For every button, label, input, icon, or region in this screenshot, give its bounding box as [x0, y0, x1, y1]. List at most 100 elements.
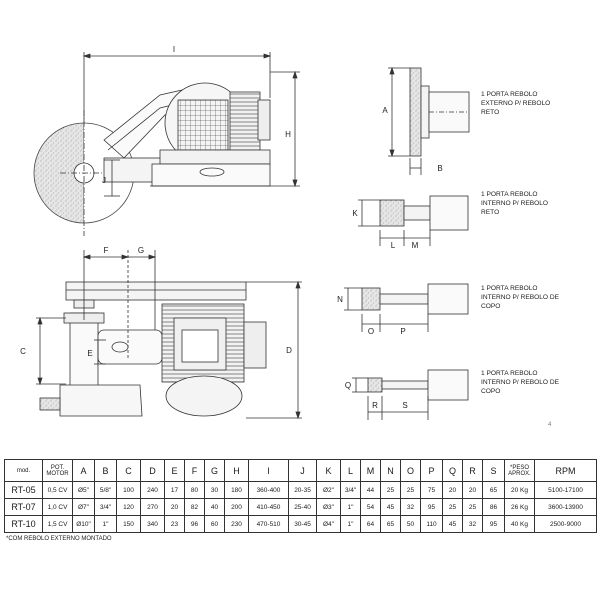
cell-Q: 20 [442, 481, 463, 499]
cell-rpm: 5100-17100 [534, 481, 597, 499]
cell-R: 25 [462, 498, 483, 516]
cell-H: 180 [224, 481, 249, 499]
cell-E: 20 [164, 498, 185, 516]
dim-label-C: C [20, 347, 26, 356]
holder-label-2-line-2: INTERNO P/ REBOLO [481, 200, 548, 207]
header-A: A [72, 459, 95, 482]
cell-weight: 40 Kg [504, 515, 535, 533]
holder-label-2-line-1: 1 PORTA REBOLO [481, 191, 538, 198]
cell-S: 95 [482, 515, 505, 533]
cell-O: 32 [400, 498, 421, 516]
header-mod: mod. [4, 459, 43, 482]
holder-label-3: 1 PORTA REBOLO INTERNO P/ REBOLO DE COPO [481, 285, 560, 310]
holder-label-4: 1 PORTA REBOLO INTERNO P/ REBOLO DE COPO [481, 370, 560, 395]
dim-label-B: B [437, 164, 442, 173]
dim-label-J: J [102, 176, 106, 185]
holder-label-1-line-2: EXTERNO P/ REBOLO [481, 100, 550, 107]
cell-motor-power: 0,5 CV [42, 481, 73, 499]
cell-G: 40 [204, 498, 225, 516]
cell-F: 82 [184, 498, 205, 516]
cell-C: 120 [116, 498, 141, 516]
cell-N: 65 [380, 515, 401, 533]
cell-J: 20-35 [288, 481, 317, 499]
header-S: S [482, 459, 505, 482]
dim-label-D: D [286, 346, 292, 355]
holder-label-1: 1 PORTA REBOLO EXTERNO P/ REBOLO RETO [481, 91, 550, 116]
cell-O: 25 [400, 481, 421, 499]
cell-rpm: 2500-9000 [534, 515, 597, 533]
cell-C: 100 [116, 481, 141, 499]
holder-label-4-line-2: INTERNO P/ REBOLO DE [481, 379, 560, 386]
cell-A: Ø10" [72, 515, 95, 533]
header-N: N [380, 459, 401, 482]
header-motor-power: POT. MOTOR [42, 459, 73, 482]
cell-G: 60 [204, 515, 225, 533]
cell-C: 150 [116, 515, 141, 533]
cell-M: 44 [360, 481, 381, 499]
header-B: B [94, 459, 117, 482]
cell-S: 65 [482, 481, 505, 499]
cell-D: 240 [140, 481, 165, 499]
cell-F: 80 [184, 481, 205, 499]
cell-B: 3/4" [94, 498, 117, 516]
holder-label-3-line-1: 1 PORTA REBOLO [481, 285, 538, 292]
header-F: F [184, 459, 205, 482]
dim-label-R: R [372, 401, 378, 410]
technical-drawing: I H J [20, 45, 560, 428]
cell-I: 360-400 [248, 481, 289, 499]
cell-weight: 20 Kg [504, 481, 535, 499]
cell-F: 96 [184, 515, 205, 533]
header-L: L [340, 459, 361, 482]
cell-K: Ø2" [316, 481, 341, 499]
cell-H: 230 [224, 515, 249, 533]
header-C: C [116, 459, 141, 482]
cell-rpm: 3600-13900 [534, 498, 597, 516]
header-rpm: RPM [534, 459, 597, 482]
cell-H: 200 [224, 498, 249, 516]
header-I: I [248, 459, 289, 482]
page-number: 4 [548, 422, 552, 428]
holder-label-1-line-1: 1 PORTA REBOLO [481, 91, 538, 98]
cell-D: 340 [140, 515, 165, 533]
dim-label-L: L [391, 241, 396, 250]
dim-label-G: G [138, 246, 144, 255]
holder-label-2-line-3: RETO [481, 209, 499, 216]
cell-E: 23 [164, 515, 185, 533]
table-row: RT-10 1,5 CV Ø10" 1" 150 340 23 96 60 23… [4, 515, 597, 533]
top-view [33, 52, 300, 236]
cell-J: 25-40 [288, 498, 317, 516]
cell-N: 45 [380, 498, 401, 516]
header-K: K [316, 459, 341, 482]
dim-label-S: S [402, 401, 407, 410]
header-P: P [420, 459, 443, 482]
cell-B: 1" [94, 515, 117, 533]
dim-label-P: P [400, 327, 405, 336]
footnote: *COM REBOLO EXTERNO MONTADO [6, 536, 112, 542]
dim-label-O: O [368, 327, 374, 336]
dim-label-K: K [352, 209, 358, 218]
cell-R: 32 [462, 515, 483, 533]
header-R: R [462, 459, 483, 482]
cell-M: 64 [360, 515, 381, 533]
dim-label-N: N [337, 295, 343, 304]
holder-label-2: 1 PORTA REBOLO INTERNO P/ REBOLO RETO [481, 191, 548, 216]
holder-label-4-line-3: COPO [481, 388, 500, 395]
cell-M: 54 [360, 498, 381, 516]
header-D: D [140, 459, 165, 482]
cell-model: RT-10 [4, 515, 43, 533]
holder-label-4-line-1: 1 PORTA REBOLO [481, 370, 538, 377]
cell-O: 50 [400, 515, 421, 533]
cell-I: 470-510 [248, 515, 289, 533]
table-row: RT-07 1,0 CV Ø7" 3/4" 120 270 20 82 40 2… [4, 498, 597, 516]
dim-label-H: H [285, 130, 291, 139]
dim-label-E: E [87, 349, 92, 358]
header-H: H [224, 459, 249, 482]
cell-I: 410-450 [248, 498, 289, 516]
cell-G: 30 [204, 481, 225, 499]
dim-label-I: I [173, 45, 175, 54]
specification-table: mod. POT. MOTOR A B C D E F G H I J K L … [4, 459, 597, 533]
header-Q: Q [442, 459, 463, 482]
cell-A: Ø5" [72, 481, 95, 499]
holder-label-1-line-3: RETO [481, 109, 499, 116]
cell-model: RT-05 [4, 481, 43, 499]
